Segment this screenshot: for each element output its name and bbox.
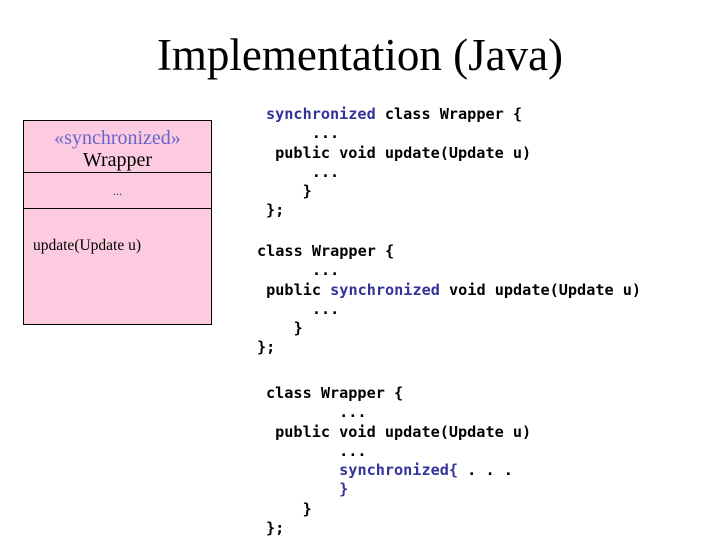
code-line: }; xyxy=(257,338,276,357)
code-line: ... xyxy=(257,299,340,318)
code-line: ... xyxy=(266,403,367,422)
code-line: }; xyxy=(266,519,285,538)
code-line: public synchronized void update(Update u… xyxy=(257,280,642,299)
code-line: synchronized{ . . . xyxy=(339,461,513,480)
code-line: ... xyxy=(257,261,340,280)
code-line: class Wrapper { xyxy=(266,384,404,402)
uml-attributes-compartment: ... xyxy=(24,172,211,208)
code-block-synchronized-method: class Wrapper { ... public synchronized … xyxy=(257,242,641,358)
uml-class-box: «synchronized» Wrapper ... update(Update… xyxy=(23,120,212,325)
code-block-synchronized-class: synchronized class Wrapper { ... public … xyxy=(266,105,531,221)
code-line: ... xyxy=(266,441,367,460)
code-line: ... xyxy=(266,124,340,143)
code-line: public void update(Update u) xyxy=(266,143,532,162)
code-line: } xyxy=(257,319,303,338)
uml-class-header: «synchronized» Wrapper xyxy=(24,121,211,172)
uml-stereotype-label: «synchronized» xyxy=(54,127,181,149)
code-block-synchronized-block: class Wrapper { ... public void update(U… xyxy=(266,384,531,538)
code-line: } xyxy=(266,182,312,201)
code-line: } xyxy=(266,499,312,518)
code-line: }; xyxy=(266,201,285,220)
uml-operation-label: update(Update u) xyxy=(33,237,142,254)
slide-title: Implementation (Java) xyxy=(156,30,564,80)
code-line: } xyxy=(339,480,349,499)
code-line: class Wrapper { xyxy=(257,242,395,260)
code-line: synchronized class Wrapper { xyxy=(266,105,523,123)
code-line: public void update(Update u) xyxy=(266,422,532,441)
code-line: ... xyxy=(266,162,340,181)
uml-operations-compartment: update(Update u) xyxy=(24,208,211,323)
uml-class-name: Wrapper xyxy=(82,149,153,171)
